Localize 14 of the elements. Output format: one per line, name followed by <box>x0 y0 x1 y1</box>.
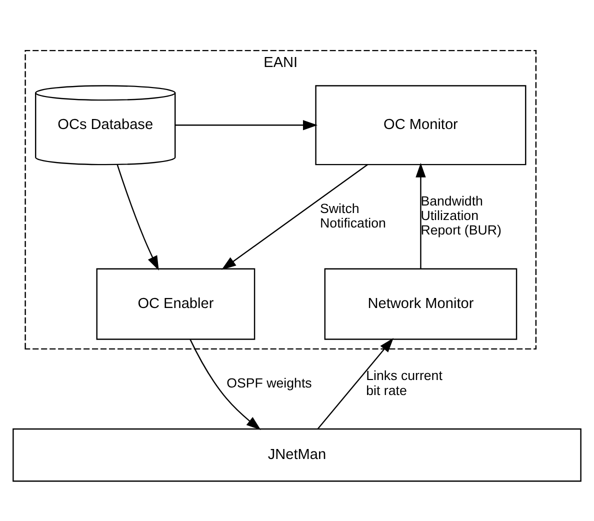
arrow <box>416 162 426 268</box>
node-box: OC Enabler <box>96 268 256 340</box>
node-box: JNetMan <box>12 428 582 482</box>
arrow <box>317 337 394 429</box>
edge-label: Switch Notification <box>320 200 386 230</box>
arrow <box>175 120 318 130</box>
edge-label: Bandwidth Utilization Report (BUR) <box>420 193 502 238</box>
arrow <box>116 164 159 270</box>
arrow <box>221 164 368 270</box>
node-box: OC Monitor <box>315 84 526 165</box>
edge-label: Links current bit rate <box>366 368 442 398</box>
arrow <box>190 338 261 430</box>
node-box: Network Monitor <box>324 268 518 340</box>
edge-label: OSPF weights <box>226 375 312 390</box>
